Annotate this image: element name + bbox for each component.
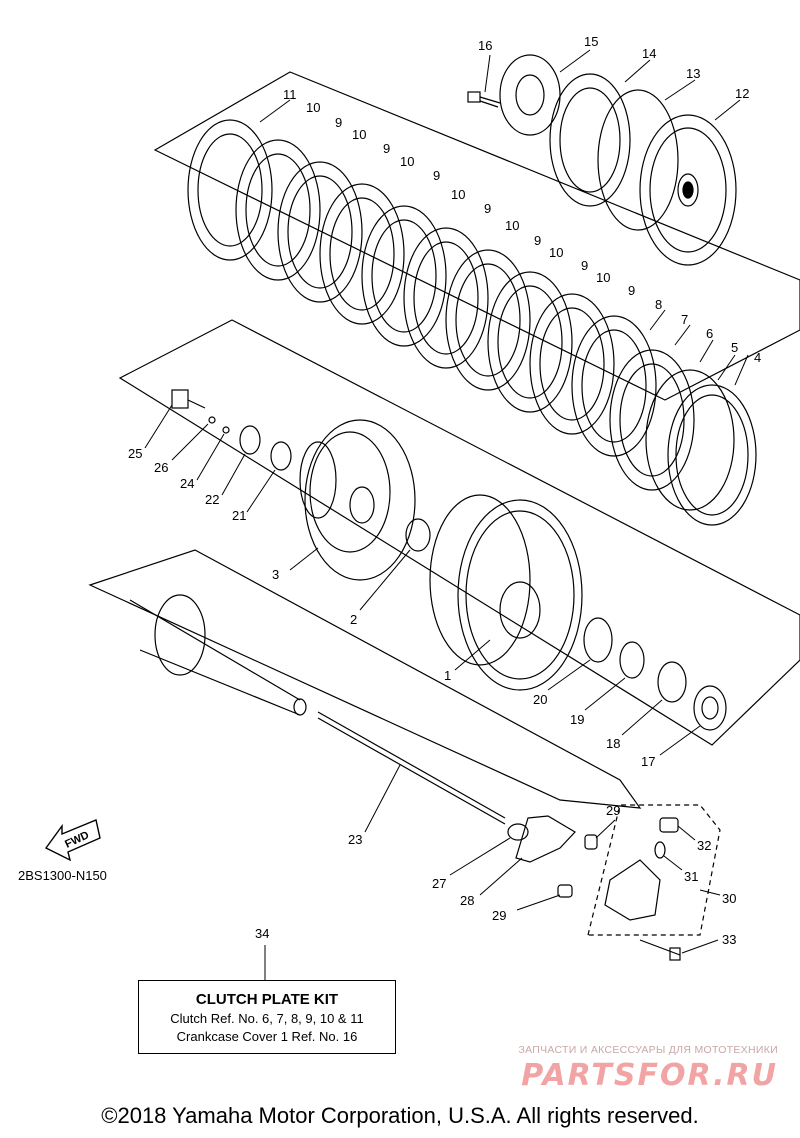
gasket-15 [499, 54, 561, 136]
dowel-29-top [584, 834, 598, 850]
callout-30: 30 [722, 891, 736, 906]
watermark-brand: PARTSFOR.RU [521, 1058, 778, 1093]
callout-29-lower: 29 [492, 908, 506, 923]
plates-group-outline [153, 71, 800, 401]
screw-31 [654, 841, 666, 859]
callout-22: 22 [205, 492, 219, 507]
kit-line-2: Crankcase Cover 1 Ref. No. 16 [176, 1029, 358, 1044]
bolt-25 [171, 389, 206, 409]
callout-1: 1 [444, 668, 451, 683]
bolt-16 [467, 91, 501, 108]
assembly-30-outline [587, 804, 721, 936]
callout-10b: 10 [352, 127, 366, 142]
callout-4: 4 [754, 350, 761, 365]
callout-16: 16 [478, 38, 492, 53]
callout-20: 20 [533, 692, 547, 707]
washer-17-inner [701, 696, 719, 720]
callout-9b: 9 [383, 141, 390, 156]
callout-9f: 9 [581, 258, 588, 273]
fwd-arrow-icon [44, 819, 101, 862]
dowel-29-bottom [557, 884, 573, 898]
plate-stack [187, 119, 695, 491]
pressure-plate-12 [639, 114, 737, 266]
callout-9g: 9 [628, 283, 635, 298]
callout-12: 12 [735, 86, 749, 101]
bolt-33 [639, 939, 681, 956]
watermark: ЗАПЧАСТИ И АКСЕССУАРЫ ДЛЯ МОТОТЕХНИКИ PA… [518, 1044, 778, 1093]
washer-18 [657, 661, 687, 703]
callout-27: 27 [432, 876, 446, 891]
callout-14: 14 [642, 46, 656, 61]
main-axle [129, 594, 307, 716]
callout-24: 24 [180, 476, 194, 491]
callout-33: 33 [722, 932, 736, 947]
callout-6: 6 [706, 326, 713, 341]
callout-8: 8 [655, 297, 662, 312]
washer-17 [693, 685, 727, 731]
callout-9c: 9 [433, 168, 440, 183]
kit-line-1: Clutch Ref. No. 6, 7, 8, 9, 10 & 11 [170, 1011, 364, 1026]
ring-24 [222, 426, 230, 434]
callout-10a: 10 [306, 100, 320, 115]
callout-25: 25 [128, 446, 142, 461]
lever-28 [515, 815, 576, 863]
ring-5 [645, 369, 735, 511]
washer-21 [270, 441, 292, 471]
kit-title: CLUTCH PLATE KIT [195, 991, 339, 1008]
push-rod-23 [317, 711, 506, 819]
callout-19: 19 [570, 712, 584, 727]
callout-26: 26 [154, 460, 168, 475]
callout-3: 3 [272, 567, 279, 582]
clutch-boss-3 [299, 419, 416, 581]
callout-29: 29 [606, 803, 620, 818]
callout-7: 7 [681, 312, 688, 327]
ring-27 [507, 823, 529, 841]
callout-9a: 9 [335, 115, 342, 130]
ring-4-inner [675, 394, 749, 516]
clutch-plate-kit-box: CLUTCH PLATE KIT Clutch Ref. No. 6, 7, 8… [138, 980, 396, 1054]
hub-group-outline [118, 319, 800, 746]
callout-9e: 9 [534, 233, 541, 248]
callout-13: 13 [686, 66, 700, 81]
callout-2: 2 [350, 612, 357, 627]
ring-4 [667, 384, 757, 526]
copyright-notice: ©2018 Yamaha Motor Corporation, U.S.A. A… [101, 1103, 699, 1128]
callout-31: 31 [684, 869, 698, 884]
diagram-code: 2BS1300-N150 [18, 868, 107, 883]
callout-18: 18 [606, 736, 620, 751]
leader-lines [144, 49, 749, 980]
nut-22 [239, 425, 261, 455]
callout-28: 28 [460, 893, 474, 908]
circlip-13 [597, 89, 679, 231]
callout-34: 34 [255, 926, 269, 941]
release-mechanism [604, 859, 661, 921]
callout-10e: 10 [505, 218, 519, 233]
callout-15: 15 [584, 34, 598, 49]
callout-10d: 10 [451, 187, 465, 202]
shaft-group-outline [88, 549, 642, 809]
callout-10c: 10 [400, 154, 414, 169]
nut-32 [659, 817, 679, 833]
gasket-15-inner [515, 74, 545, 116]
plate-14-inner [559, 87, 621, 193]
callout-5: 5 [731, 340, 738, 355]
callout-32: 32 [697, 838, 711, 853]
callout-9d: 9 [484, 201, 491, 216]
bearing-20 [583, 617, 613, 663]
watermark-tagline: ЗАПЧАСТИ И АКСЕССУАРЫ ДЛЯ МОТОТЕХНИКИ [518, 1044, 778, 1056]
spacer-19 [619, 641, 645, 679]
plate-14 [549, 73, 631, 207]
callout-11: 11 [283, 87, 297, 102]
callout-10g: 10 [596, 270, 610, 285]
washer-2 [405, 518, 431, 552]
callout-10f: 10 [549, 245, 563, 260]
clutch-housing-1 [429, 494, 583, 691]
ring-26 [208, 416, 216, 424]
callout-21: 21 [232, 508, 246, 523]
callout-23: 23 [348, 832, 362, 847]
callout-17: 17 [641, 754, 655, 769]
